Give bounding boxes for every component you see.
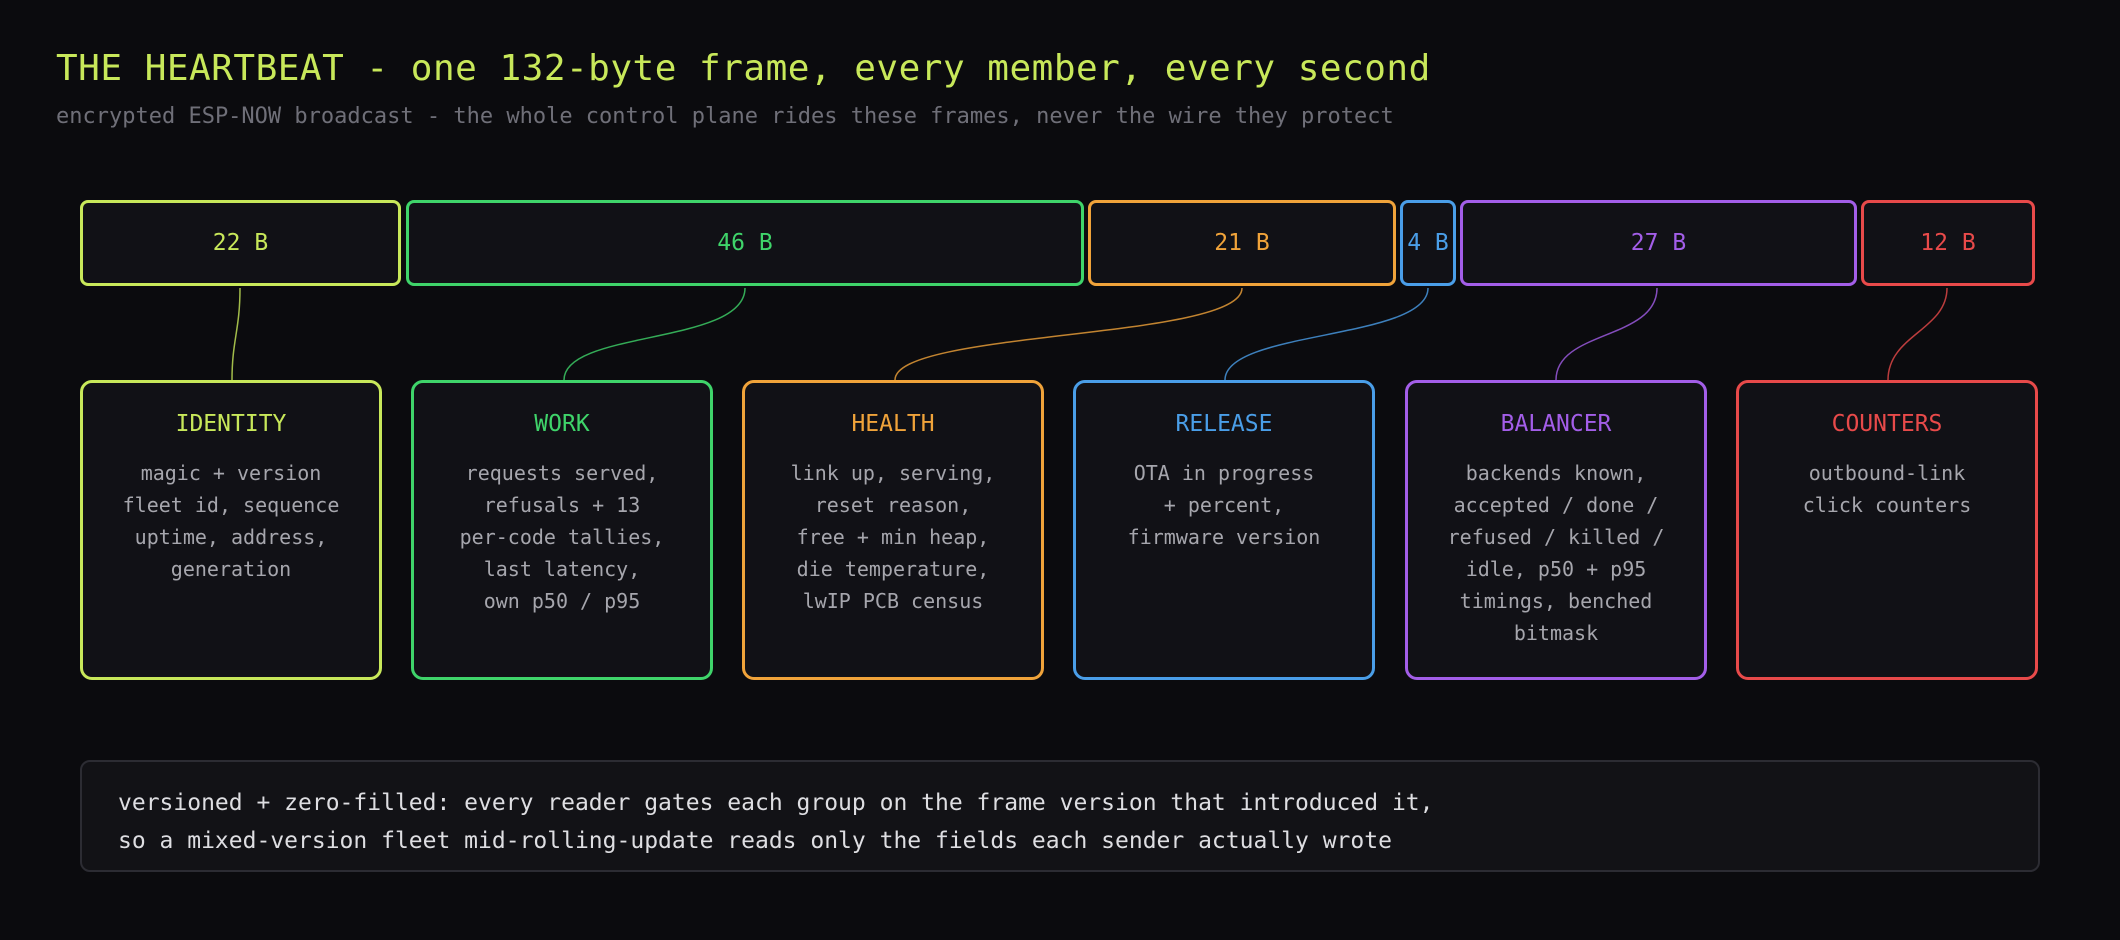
page-title: THE HEARTBEAT - one 132-byte frame, ever…: [56, 48, 1431, 89]
card-title: HEALTH: [851, 411, 935, 437]
connector-counters: [1887, 287, 1948, 381]
card-title: RELEASE: [1175, 411, 1273, 437]
footnote-line: versioned + zero-filled: every reader ga…: [118, 790, 1434, 816]
card-title: IDENTITY: [175, 411, 287, 437]
card-identity: IDENTITY magic + version fleet id, seque…: [80, 380, 382, 680]
footnote-box: versioned + zero-filled: every reader ga…: [80, 760, 2040, 872]
card-title: COUNTERS: [1831, 411, 1943, 437]
card-description: link up, serving, reset reason, free + m…: [790, 461, 996, 613]
card-description: outbound-link click counters: [1802, 461, 1972, 517]
connector-health: [894, 287, 1243, 381]
segment-release: 4 B: [1400, 200, 1456, 286]
segment-identity: 22 B: [80, 200, 401, 286]
connector-work: [563, 287, 746, 381]
card-description: requests served, refusals + 13 per-code …: [459, 461, 665, 613]
segment-counters: 12 B: [1861, 200, 2035, 286]
footnote-line: so a mixed-version fleet mid-rolling-upd…: [118, 828, 1392, 854]
card-description: OTA in progress + percent, firmware vers…: [1127, 461, 1321, 549]
connector-release: [1224, 287, 1429, 381]
card-balancer: BALANCER backends known, accepted / done…: [1405, 380, 1707, 680]
card-title: BALANCER: [1500, 411, 1612, 437]
segment-health: 21 B: [1088, 200, 1396, 286]
page-subtitle: encrypted ESP-NOW broadcast - the whole …: [56, 104, 1394, 129]
connector-identity: [231, 287, 241, 381]
card-work: WORK requests served, refusals + 13 per-…: [411, 380, 713, 680]
segment-work: 46 B: [406, 200, 1084, 286]
card-release: RELEASE OTA in progress + percent, firmw…: [1073, 380, 1375, 680]
connector-balancer: [1555, 287, 1658, 381]
segment-balancer: 27 B: [1460, 200, 1857, 286]
card-description: backends known, accepted / done / refuse…: [1447, 461, 1665, 645]
card-description: magic + version fleet id, sequence uptim…: [122, 461, 340, 581]
card-title: WORK: [534, 411, 590, 437]
card-counters: COUNTERS outbound-link click counters: [1736, 380, 2038, 680]
card-health: HEALTH link up, serving, reset reason, f…: [742, 380, 1044, 680]
